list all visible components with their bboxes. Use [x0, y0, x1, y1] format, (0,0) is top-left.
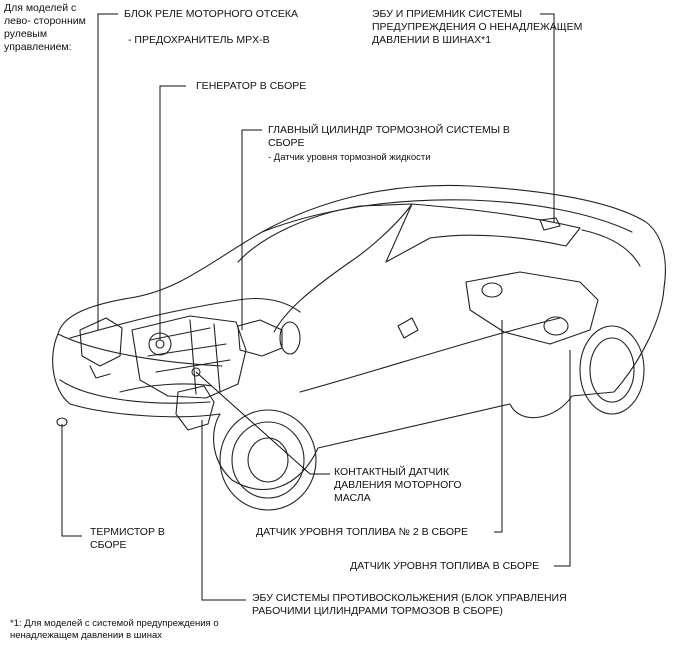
- front-wheel-hub: [247, 437, 289, 483]
- front-wheel-rim: [231, 421, 305, 499]
- leader-fuel-sensor2: [494, 320, 503, 533]
- rear-wheel-rim: [589, 337, 635, 403]
- leader-abs: [201, 420, 246, 601]
- leader-generator: [159, 85, 186, 340]
- leader-oil-switch: [195, 371, 330, 475]
- windshield-line: [237, 203, 413, 333]
- fuel-sensor2-part: [481, 282, 503, 298]
- door-line: [299, 317, 561, 393]
- label-fuel-sensor-2: ДАТЧИК УРОВНЯ ТОПЛИВА № 2 В СБОРЕ: [256, 526, 469, 538]
- leader-tpms: [540, 13, 555, 222]
- hood-front: [57, 333, 223, 367]
- door-handle: [397, 317, 419, 339]
- relay-block: [79, 317, 123, 367]
- roof-line: [261, 199, 633, 233]
- leader-master-cyl: [241, 129, 262, 330]
- side-window: [385, 203, 581, 263]
- label-tpms-ecu: ЭБУ И ПРИЕМНИК СИСТЕМЫ ПРЕДУПРЕЖДЕНИЯ О …: [372, 8, 583, 46]
- fuel-sensor-part: [543, 316, 569, 336]
- label-thermistor: ТЕРМИСТОР В СБОРЕ: [90, 526, 165, 551]
- engine-block: [131, 315, 247, 399]
- leader-thermistor: [61, 424, 82, 537]
- label-relay-block-fuse: - ПРЕДОХРАНИТЕЛЬ MPX-B: [128, 34, 270, 46]
- abs-unit: [175, 385, 215, 431]
- label-oil-pressure-switch: КОНТАКТНЫЙ ДАТЧИК ДАВЛЕНИЯ МОТОРНОГО МАС…: [334, 466, 462, 504]
- tpms-ecu-part: [539, 217, 561, 231]
- label-brake-fluid-level-sensor: - Датчик уровня тормозной жидкости: [268, 152, 431, 163]
- rear-wheel: [579, 325, 645, 415]
- leader-relay-block: [97, 13, 118, 330]
- label-master-cylinder: ГЛАВНЫЙ ЦИЛИНДР ТОРМОЗНОЙ СИСТЕМЫ В СБОР…: [268, 124, 510, 149]
- brake-booster: [279, 321, 301, 355]
- generator-pulley-center: [155, 339, 165, 349]
- relay-block-bracket: [89, 365, 111, 379]
- engine-detail: [147, 319, 231, 395]
- oil-switch-part: [191, 367, 201, 377]
- rear-window: [581, 229, 641, 267]
- footnote: *1: Для моделей с системой предупреждени…: [10, 618, 219, 641]
- master-cylinder: [237, 319, 283, 357]
- car-body-outline: [52, 184, 666, 490]
- hood-line: [69, 297, 301, 339]
- label-relay-block: БЛОК РЕЛЕ МОТОРНОГО ОТСЕКА: [124, 8, 299, 20]
- front-wheel: [219, 409, 317, 511]
- label-abs-ecu: ЭБУ СИСТЕМЫ ПРОТИВОСКОЛЬЖЕНИЯ (БЛОК УПРА…: [252, 592, 567, 617]
- label-generator: ГЕНЕРАТОР В СБОРЕ: [196, 80, 307, 92]
- leader-fuel-sensor: [554, 350, 571, 567]
- fuel-tank: [465, 271, 599, 345]
- front-fascia: [59, 379, 211, 404]
- note-left-drive-models: Для моделей с лево- сторонним рулевым уп…: [4, 2, 86, 53]
- front-lower-grille: [119, 383, 213, 393]
- label-fuel-sensor: ДАТЧИК УРОВНЯ ТОПЛИВА В СБОРЕ: [350, 560, 540, 572]
